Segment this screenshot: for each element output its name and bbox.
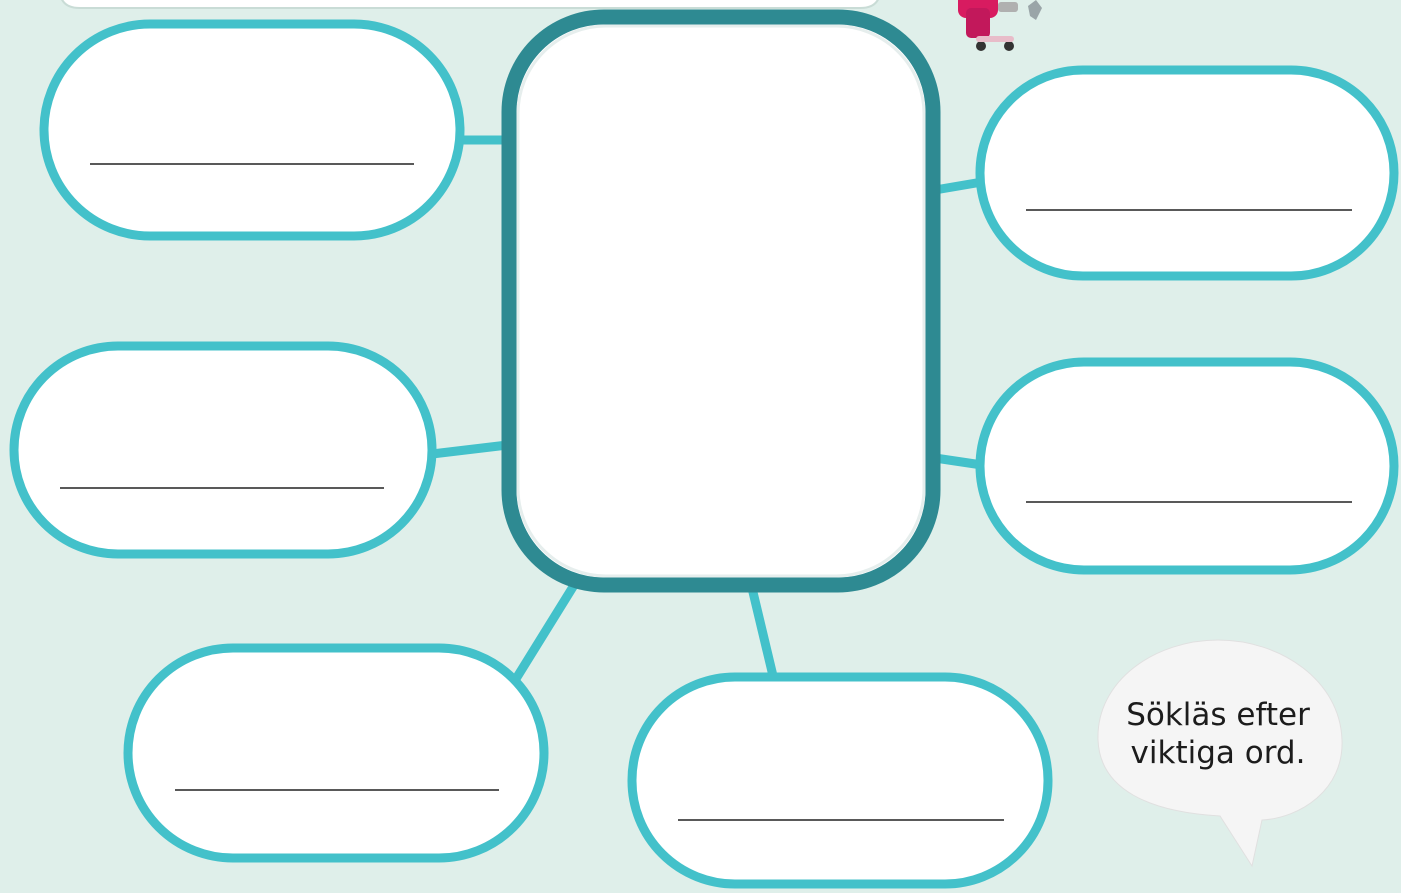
node-middle-left[interactable]	[14, 346, 432, 554]
connector-bottom-left	[514, 582, 576, 682]
connector-bottom-middle	[752, 588, 774, 680]
top-card-edge	[60, 0, 880, 8]
robot-mascot-icon	[958, 0, 1042, 51]
node-top-left[interactable]	[44, 24, 460, 236]
speech-bubble-line-1: Sökläs efter	[1100, 696, 1336, 734]
speech-bubble-line-2: viktiga ord.	[1100, 734, 1336, 772]
connector-middle-right	[935, 458, 982, 465]
center-box[interactable]	[509, 17, 933, 585]
node-top-right[interactable]	[980, 70, 1394, 276]
node-bottom-middle[interactable]	[632, 677, 1048, 884]
speech-bubble-text: Sökläs efter viktiga ord.	[1100, 696, 1336, 772]
node-middle-right[interactable]	[980, 362, 1394, 570]
node-bottom-left[interactable]	[128, 648, 544, 858]
connector-top-right	[935, 182, 982, 190]
